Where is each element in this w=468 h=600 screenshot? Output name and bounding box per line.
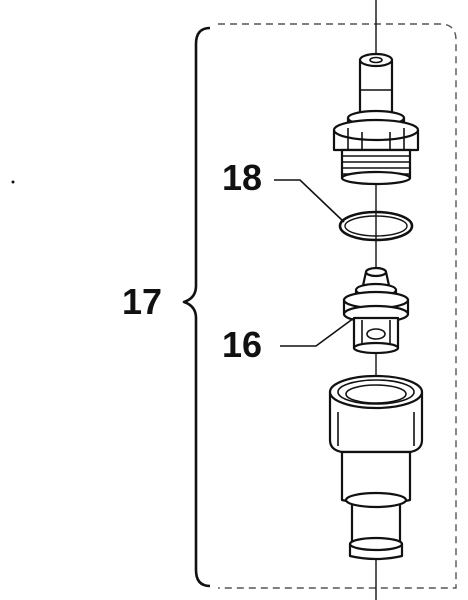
stray-mark [11, 180, 15, 184]
assembly-brace [182, 26, 211, 588]
assembly-dashed-boundary [218, 23, 457, 589]
callout-18-label: 18 [222, 157, 263, 198]
leader-line-18 [274, 179, 345, 223]
leader-line-16 [280, 317, 355, 347]
connector-nipple [332, 52, 420, 186]
valve-insert [342, 266, 410, 355]
outlet-sleeve [328, 374, 424, 561]
callout-16-label: 16 [222, 324, 263, 365]
o-ring [338, 210, 414, 242]
callout-17-label: 17 [122, 281, 163, 322]
